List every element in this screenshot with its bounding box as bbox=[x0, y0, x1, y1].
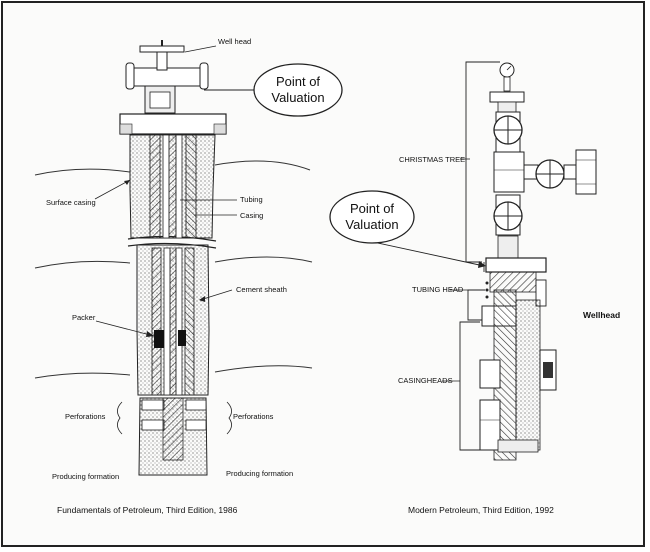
right-callout-line1: Point of bbox=[350, 201, 394, 216]
tubing-label: Tubing bbox=[240, 195, 263, 204]
packer-right bbox=[178, 330, 186, 346]
left-well-diagram bbox=[34, 40, 343, 476]
well-head-label: Well head bbox=[218, 37, 251, 46]
producing-formation-left-label: Producing formation bbox=[52, 472, 119, 481]
christmas-tree-label: CHRISTMAS TREE bbox=[399, 155, 465, 164]
casingheads-label: CASINGHEADS bbox=[398, 376, 453, 385]
wellhead-label: Wellhead bbox=[583, 310, 620, 320]
packer-left bbox=[154, 330, 164, 348]
producing-formation-right-label: Producing formation bbox=[226, 469, 293, 478]
left-callout-line2: Valuation bbox=[271, 90, 324, 105]
perforations-left-label: Perforations bbox=[65, 412, 106, 421]
right-point-of-valuation-bubble bbox=[329, 190, 415, 244]
tubing-head-label: TUBING HEAD bbox=[412, 285, 464, 294]
left-callout-line1: Point of bbox=[276, 74, 320, 89]
cement-sheath-label: Cement sheath bbox=[236, 285, 287, 294]
right-wellhead-diagram bbox=[329, 61, 597, 461]
perforations-right-label: Perforations bbox=[233, 412, 274, 421]
right-caption: Modern Petroleum, Third Edition, 1992 bbox=[408, 505, 554, 515]
right-callout-line2: Valuation bbox=[345, 217, 398, 232]
packer-label: Packer bbox=[72, 313, 96, 322]
casing-label: Casing bbox=[240, 211, 263, 220]
surface-casing-label: Surface casing bbox=[46, 198, 96, 207]
left-caption: Fundamentals of Petroleum, Third Edition… bbox=[57, 505, 238, 515]
